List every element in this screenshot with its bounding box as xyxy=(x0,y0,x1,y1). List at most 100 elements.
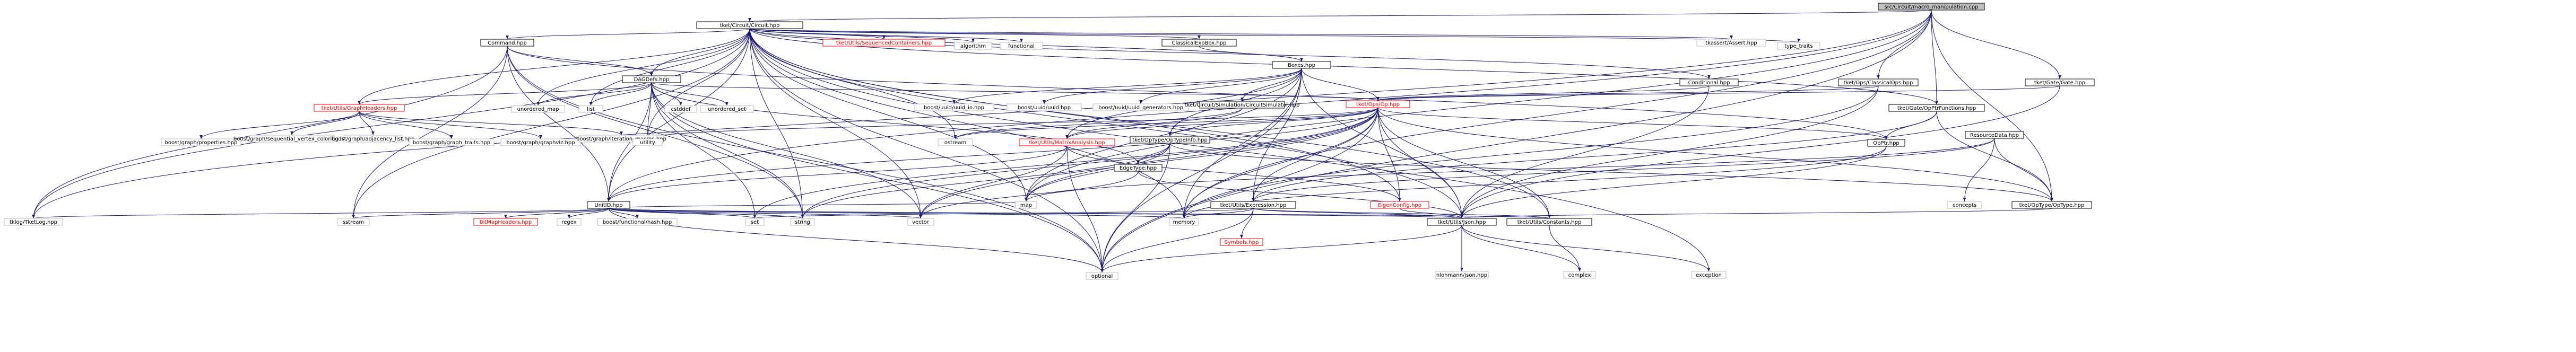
node-matrixanalysis[interactable]: tket/Utils/MatrixAnalysis.hpp xyxy=(1019,138,1115,146)
edge-json_hpp-to-optional xyxy=(1100,225,1462,273)
edge-graphheaders-to-b_adjlist xyxy=(359,111,375,136)
node-edgetype[interactable]: EdgeType.hpp xyxy=(1114,164,1163,172)
edge-op_hpp-to-map xyxy=(1025,107,1378,202)
edge-boxes_hpp-to-optional xyxy=(1100,68,1302,273)
node-label: tket/Circuit/Simulation/CircuitSimulator… xyxy=(1185,102,1300,108)
edge-gate_hpp-to-json_hpp xyxy=(1460,85,2060,219)
node-box xyxy=(161,138,241,146)
edge-unitid-to-memory xyxy=(608,208,1185,219)
node-regex: regex xyxy=(557,218,582,226)
edge-op_hpp-to-expression xyxy=(1252,107,1378,202)
node-seqcontainers[interactable]: tket/Utils/SequencedContainers.hpp xyxy=(822,39,946,47)
node-expression[interactable]: tket/Utils/Expression.hpp xyxy=(1210,201,1296,209)
node-gateptrfuncs[interactable]: tket/Gate/OpPtrFunctions.hpp xyxy=(1888,104,1985,112)
node-box xyxy=(1563,271,1596,279)
node-label: boost/graph/adjacency_list.hpp xyxy=(332,136,414,142)
node-box xyxy=(1019,138,1115,146)
node-label: boost/functional/hash.hpp xyxy=(603,219,672,225)
node-label: complex xyxy=(1568,272,1591,278)
node-box xyxy=(1114,164,1163,172)
node-map: map xyxy=(1015,201,1037,209)
node-label: utility xyxy=(640,140,655,146)
node-graphheaders[interactable]: tket/Utils/GraphHeaders.hpp xyxy=(314,104,405,112)
node-box xyxy=(1015,201,1037,209)
node-box xyxy=(954,42,992,50)
node-label: tket/Utils/Constants.hpp xyxy=(1517,219,1582,225)
edge-boxes_hpp-to-circuitsim xyxy=(1241,68,1302,102)
edge-circuitsim-to-ostream xyxy=(953,108,1243,139)
node-json_hpp[interactable]: tket/Utils/Json.hpp xyxy=(1427,218,1497,226)
node-command_hpp[interactable]: Command.hpp xyxy=(480,39,534,47)
node-boxes_hpp[interactable]: Boxes.hpp xyxy=(1272,61,1331,69)
node-label: map xyxy=(1020,203,1032,208)
node-classicalexpbox[interactable]: ClassicalExpBox.hpp xyxy=(1161,39,1237,47)
node-unordered_map: unordered_map xyxy=(511,105,565,113)
edge-expression-to-memory xyxy=(1182,208,1254,219)
node-resourcedata[interactable]: ResourceData.hpp xyxy=(1965,131,2024,139)
node-eigenconfig[interactable]: EigenConfig.hpp xyxy=(1370,201,1429,209)
node-constants[interactable]: tket/Utils/Constants.hpp xyxy=(1506,218,1592,226)
edge-expression-to-symbols xyxy=(1240,208,1254,239)
edge-root-to-tklog xyxy=(32,10,1932,219)
edge-dagdefs-to-unordered_map xyxy=(536,82,652,106)
node-box xyxy=(914,103,994,111)
node-circuitsim[interactable]: tket/Circuit/Simulation/CircuitSimulator… xyxy=(1185,101,1300,109)
edge-root-to-optional xyxy=(1100,10,1932,273)
node-label: boost/uuid/uuid.hpp xyxy=(1018,105,1071,111)
node-box xyxy=(511,105,565,113)
node-box xyxy=(1878,3,1985,11)
node-box xyxy=(938,138,973,146)
node-circuit_hpp[interactable]: tket/Circuit/Circuit.hpp xyxy=(696,21,803,29)
edge-expression-to-json_hpp xyxy=(1253,208,1463,219)
node-label: tket/Utils/GraphHeaders.hpp xyxy=(322,105,397,111)
node-classicalops_hpp[interactable]: tket/Ops/ClassicalOps.hpp xyxy=(1838,78,1919,86)
edge-json_hpp-to-complex xyxy=(1461,225,1581,272)
node-box xyxy=(1199,101,1285,109)
edge-matrixanalysis-to-eigenconfig xyxy=(1066,145,1401,202)
edge-op_hpp-to-matrixanalysis xyxy=(1065,107,1378,139)
node-box xyxy=(1161,39,1237,47)
node-unitid[interactable]: UnitID.hpp xyxy=(587,201,630,209)
edge-dagdefs-to-list xyxy=(589,82,652,106)
node-op_hpp[interactable]: tket/Ops/Op.hpp xyxy=(1346,100,1410,108)
node-symbols[interactable]: Symbols.hpp xyxy=(1220,238,1263,246)
node-b_graphtraits: boost/graph/graph_traits.hpp xyxy=(409,138,495,146)
edge-matrixanalysis-to-vector xyxy=(919,145,1068,219)
node-nlohmann: nlohmann/json.hpp xyxy=(1435,271,1489,279)
edge-op_hpp-to-optype xyxy=(1377,107,2053,202)
node-dagdefs[interactable]: DAGDefs.hpp xyxy=(622,75,681,83)
edge-optypeinfo-to-optional xyxy=(1100,143,1170,273)
edge-conditional_hpp-to-op_hpp xyxy=(1376,85,1710,101)
node-optypeinfo[interactable]: tket/OpType/OpTypeInfo.hpp xyxy=(1130,136,1210,144)
node-box xyxy=(1220,238,1263,246)
edge-unitid-to-b_hash xyxy=(608,208,639,219)
node-tklog: tklog/TketLog.hpp xyxy=(4,218,63,226)
edge-edgetype-to-json_hpp xyxy=(1138,171,1463,219)
edge-expression-to-constants xyxy=(1253,208,1551,219)
node-bitmapheaders[interactable]: BitMapHeaders.hpp xyxy=(473,218,538,226)
node-complex: complex xyxy=(1563,271,1596,279)
node-box xyxy=(664,105,697,113)
node-gate_hpp[interactable]: tket/Gate/Gate.hpp xyxy=(2025,78,2095,86)
edge-expression-to-set xyxy=(753,208,1254,219)
edge-circuit_hpp-to-unitid xyxy=(607,28,750,202)
edge-root-to-optype xyxy=(1931,10,2053,202)
node-root[interactable]: src/Circuit/macro_manipulation.cpp xyxy=(1878,3,1985,11)
edge-edgetype-to-vector xyxy=(919,171,1139,219)
node-optype[interactable]: tket/OpType/OpType.hpp xyxy=(2011,201,2092,209)
edge-resourcedata-to-map xyxy=(1025,138,1995,202)
edge-unitid-to-tklog xyxy=(32,208,609,219)
node-box xyxy=(1506,218,1592,226)
edge-op_hpp-to-unitid xyxy=(607,107,1378,202)
node-label: cstddef xyxy=(671,107,691,112)
node-label: tklog/TketLog.hpp xyxy=(10,219,57,225)
node-label: Symbols.hpp xyxy=(1225,240,1259,245)
node-conditional_hpp[interactable]: Conditional.hpp xyxy=(1679,78,1739,86)
node-opptr[interactable]: OpPtr.hpp xyxy=(1867,139,1905,147)
edge-eigenconfig-to-json_hpp xyxy=(1399,208,1463,219)
edge-boxes_hpp-to-uuid xyxy=(1043,68,1302,104)
edge-command_hpp-to-optional xyxy=(507,46,1104,273)
node-box xyxy=(473,218,538,226)
node-label: tket/Utils/SequencedContainers.hpp xyxy=(836,40,932,46)
node-box xyxy=(2011,201,2092,209)
